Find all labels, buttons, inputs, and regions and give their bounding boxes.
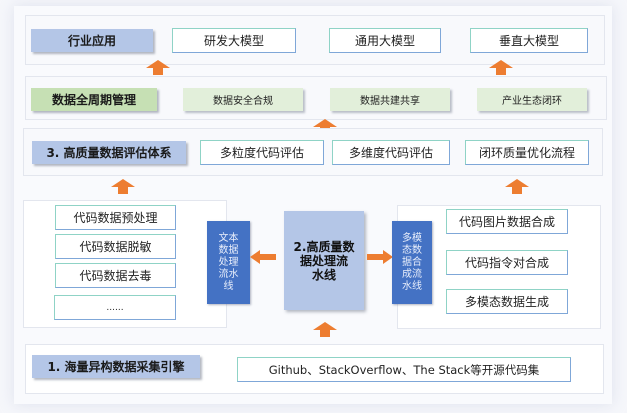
text-pipeline-line: 流水 [218, 268, 239, 280]
text-item-more: ...... [54, 295, 176, 320]
app-item-general-model: 通用大模型 [329, 28, 441, 53]
industry-application-header: 行业应用 [31, 29, 153, 52]
app-item-rd-model: 研发大模型 [172, 28, 296, 53]
processing-pipeline-center: 2.高质量数 据处理流 水线 [284, 211, 364, 310]
arrow-left-icon [250, 250, 276, 264]
multimodal-item-instruction-pair: 代码指令对合成 [446, 250, 568, 275]
arrow-up-icon [313, 119, 337, 134]
arrow-up-icon [313, 322, 337, 337]
multimodal-pipeline-line: 据合 [402, 256, 422, 268]
eval-item-multi-dimension: 多维度代码评估 [332, 140, 450, 165]
arrow-up-icon [111, 179, 135, 194]
text-pipeline-line: 数据 [218, 244, 239, 256]
text-pipeline-line: 处理 [218, 256, 239, 268]
lifecycle-item-security: 数据安全合规 [183, 88, 303, 111]
multimodal-item-generation: 多模态数据生成 [446, 289, 568, 314]
multimodal-pipeline-box: 多模 态数 据合 成流 水线 [392, 221, 432, 304]
lifecycle-item-sharing: 数据共建共享 [330, 88, 450, 111]
data-collection-header: 1. 海量异构数据采集引擎 [32, 355, 200, 378]
text-pipeline-box: 文本 数据 处理 流水 线 [207, 221, 250, 304]
center-line: 水线 [311, 267, 336, 282]
text-item-desensitize: 代码数据脱敏 [55, 234, 176, 259]
multimodal-pipeline-line: 态数 [402, 244, 422, 256]
center-line: 2.高质量数 [293, 239, 355, 254]
arrow-up-icon [146, 60, 170, 75]
eval-item-multi-granularity: 多粒度代码评估 [200, 140, 324, 165]
eval-item-closed-loop: 闭环质量优化流程 [465, 140, 589, 165]
data-evaluation-header: 3. 高质量数据评估体系 [32, 141, 186, 164]
multimodal-pipeline-line: 多模 [402, 232, 422, 244]
text-item-preprocess: 代码数据预处理 [55, 205, 176, 230]
arrow-right-icon [367, 250, 393, 264]
center-line: 据处理流 [299, 253, 348, 268]
multimodal-pipeline-line: 成流 [402, 268, 422, 280]
multimodal-item-code-image: 代码图片数据合成 [446, 209, 568, 234]
data-lifecycle-header: 数据全周期管理 [31, 88, 157, 111]
multimodal-pipeline-line: 水线 [402, 280, 422, 292]
arrow-up-icon [489, 60, 513, 75]
app-item-vertical-model: 垂直大模型 [470, 28, 588, 53]
text-item-detoxify: 代码数据去毒 [55, 263, 176, 288]
lifecycle-item-ecosystem: 产业生态闭环 [477, 88, 587, 111]
data-source-box: Github、StackOverflow、The Stack等开源代码集 [237, 357, 571, 382]
text-pipeline-line: 线 [223, 280, 234, 292]
arrow-up-icon [505, 179, 529, 194]
text-pipeline-line: 文本 [218, 232, 239, 244]
